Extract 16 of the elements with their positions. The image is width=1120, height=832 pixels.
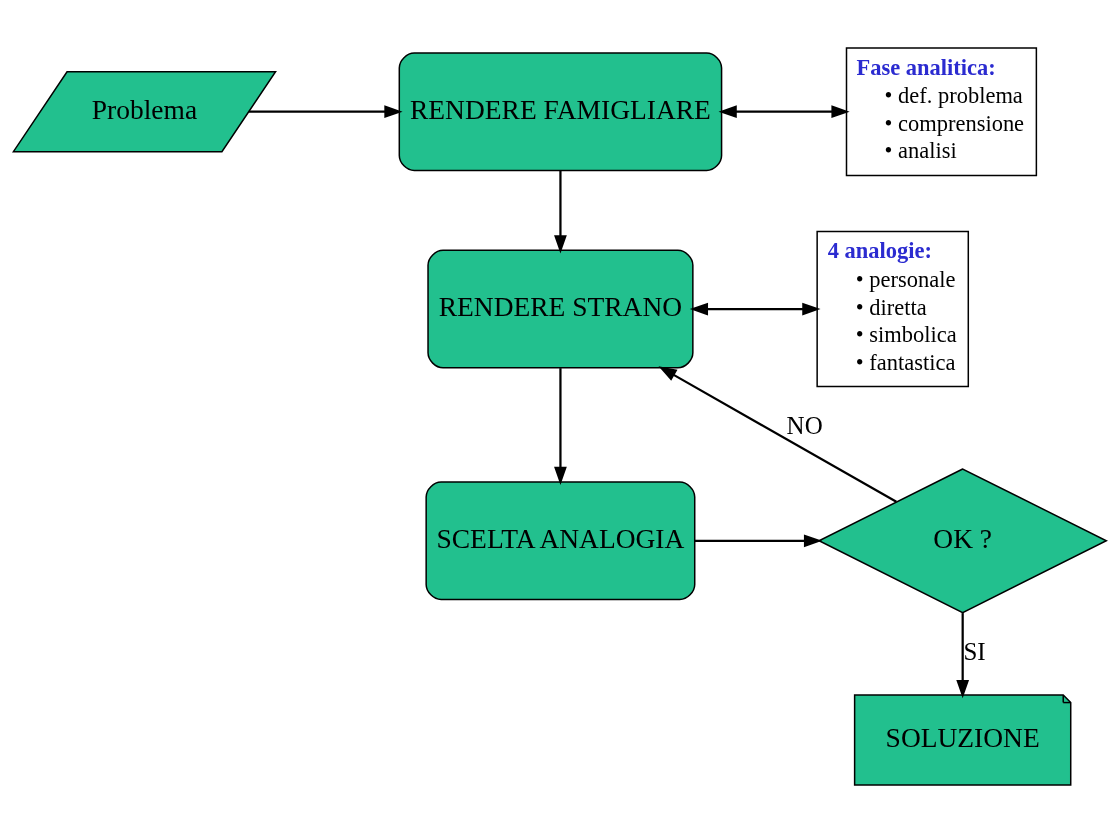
node-diamond: OK ?: [817, 467, 1108, 613]
arrow: [554, 170, 567, 253]
arrow: [554, 367, 567, 485]
node-box: SCELTA ANALOGIA: [425, 480, 696, 600]
arrow: [956, 612, 970, 698]
edge-label: NO: [786, 411, 823, 439]
node-box: RENDERE STRANO: [427, 249, 694, 369]
arrow: [718, 104, 850, 118]
edge-label: SI: [963, 637, 986, 665]
arrow: [689, 302, 821, 315]
arrow: [694, 533, 823, 547]
node-box: RENDERE FAMIGLIARE: [398, 51, 723, 171]
node-box: Fase analitica: • def. problema • comprensione • analisi: [845, 46, 1038, 176]
arrow: [658, 365, 897, 503]
arrow: [248, 104, 403, 118]
node-box: 4 analogie: • personale • diretta • simbolica • fantastica: [816, 230, 970, 387]
